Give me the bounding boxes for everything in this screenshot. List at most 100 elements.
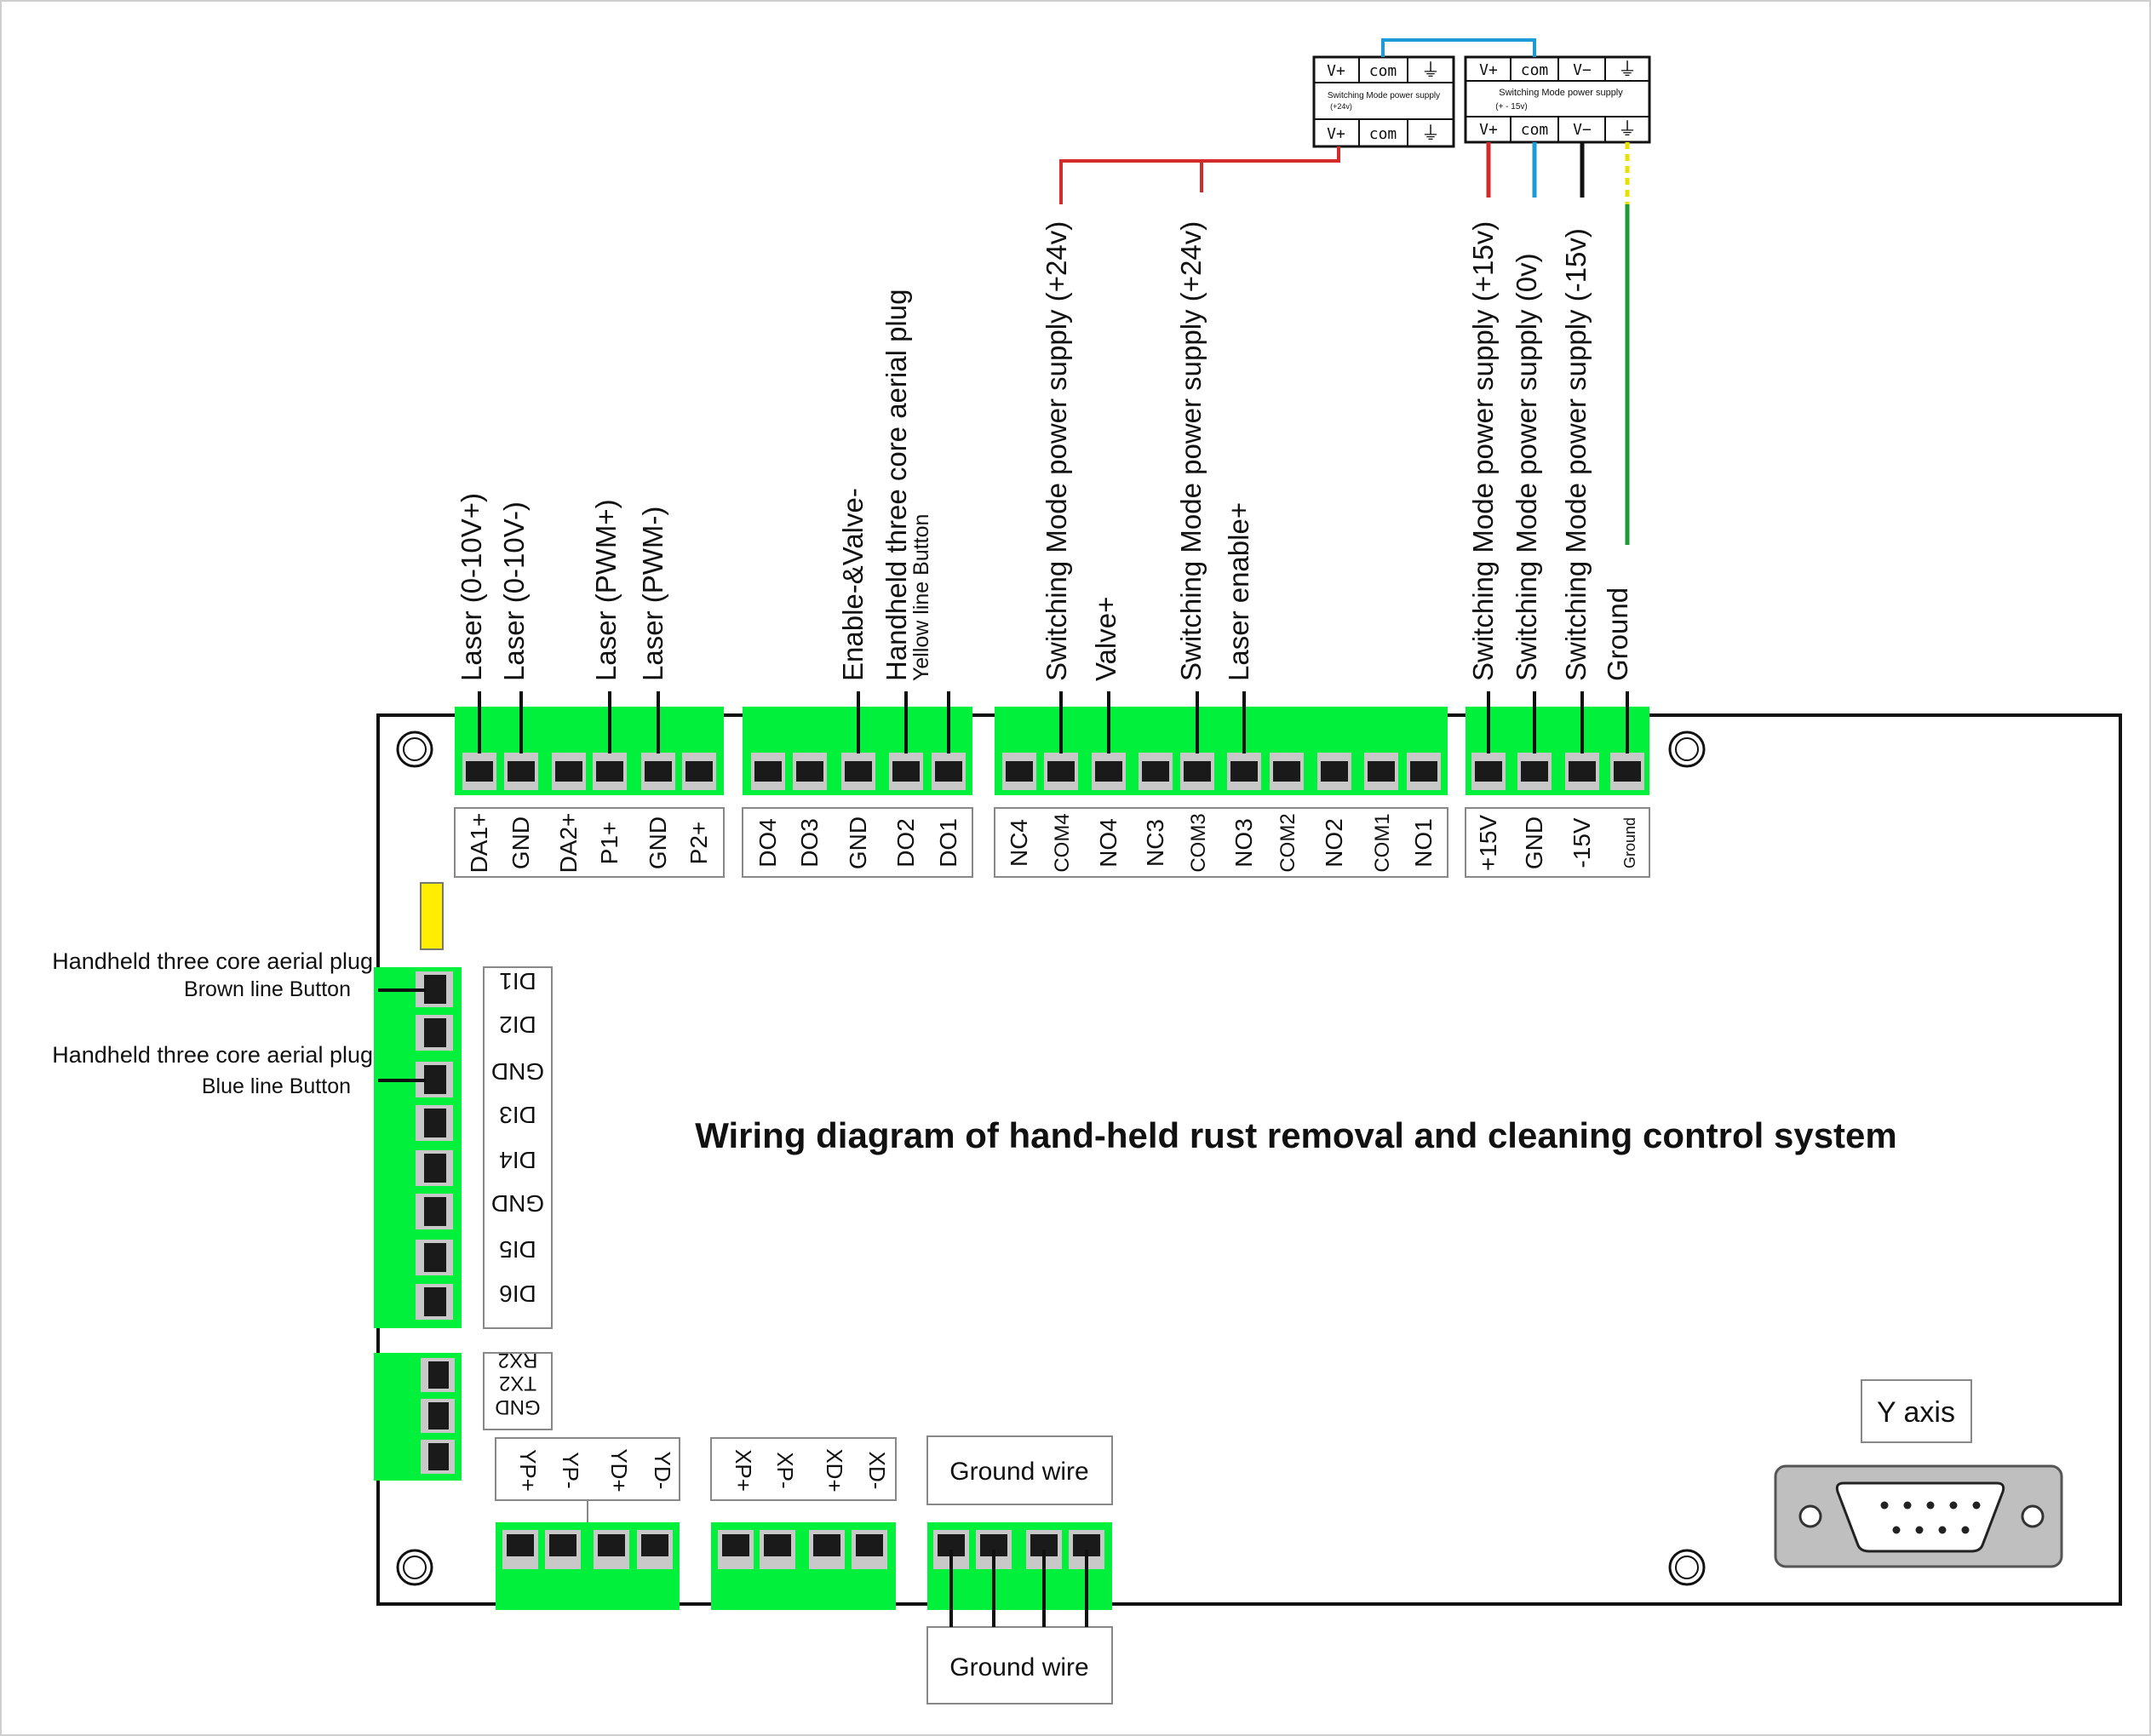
ground-wire-label-top: Ground wire — [949, 1458, 1088, 1486]
pin-label: NO4 — [1095, 818, 1121, 868]
pin-no3-screw[interactable] — [1230, 761, 1258, 782]
pin-do1-screw[interactable] — [935, 761, 962, 782]
pin-label: P2+ — [685, 822, 712, 865]
pin-label: NO2 — [1321, 818, 1347, 868]
pin-label-strip — [994, 807, 1448, 878]
pin-screw[interactable] — [507, 1534, 534, 1556]
pin-screw[interactable] — [428, 1361, 449, 1389]
db9-pin — [1926, 1501, 1935, 1510]
annotation-subtitle: Brown line Button — [184, 977, 351, 1001]
annotation-subtitle: Blue line Button — [202, 1074, 351, 1098]
pin-label: COM2 — [1276, 813, 1299, 872]
pin-label: -15V — [1569, 817, 1595, 868]
pin-label: COM1 — [1371, 813, 1394, 872]
pin-label: GND — [508, 816, 534, 869]
serial-pin: GND — [421, 1395, 541, 1474]
pin-screw[interactable] — [641, 1534, 668, 1556]
pin-label: YD+ — [606, 1448, 632, 1492]
pin-screw[interactable] — [722, 1534, 749, 1556]
ground-symbol-icon: ⏚ — [1421, 123, 1440, 145]
pin-label: GND — [645, 816, 671, 869]
pin-label: XP+ — [731, 1449, 756, 1492]
pin-no1-screw[interactable] — [1410, 761, 1437, 782]
psu24-name: Switching Mode power supply — [1328, 91, 1440, 100]
wire-label: Switching Mode power supply (+24v) — [1041, 221, 1072, 681]
pin-label-strip — [483, 1352, 553, 1430]
pin-gnd-screw[interactable] — [1521, 761, 1548, 782]
psu15-name: Switching Mode power supply — [1499, 88, 1623, 98]
pin-no4-screw[interactable] — [1095, 761, 1122, 782]
pin-screw[interactable] — [856, 1534, 883, 1556]
pin-da1+-screw[interactable] — [466, 761, 493, 782]
pin-label: +15V — [1475, 815, 1501, 871]
pin-p1+-screw[interactable] — [596, 761, 623, 782]
pin-com3-screw[interactable] — [1184, 761, 1211, 782]
pin-label: DO2 — [892, 818, 919, 868]
psu15-top-term-0: V+ — [1479, 61, 1498, 79]
pin-nc4-screw[interactable] — [1006, 761, 1033, 782]
mounting-hole-top-right — [1668, 730, 1706, 768]
pin-label: GND — [845, 816, 871, 869]
pin-screw[interactable] — [813, 1534, 840, 1556]
wire-label: Laser (PWM-) — [637, 507, 668, 681]
pin-screw[interactable] — [424, 1197, 446, 1226]
pin-screw[interactable] — [428, 1443, 449, 1470]
wire-label: Enable-&Valve- — [837, 488, 869, 681]
wire-label: Switching Mode power supply (-15v) — [1560, 228, 1592, 681]
pin-label-strip — [454, 807, 725, 878]
pin-screw[interactable] — [598, 1534, 625, 1556]
ground-wire-label-box-top — [926, 1435, 1113, 1505]
db9-screw-right — [2021, 1504, 2045, 1528]
psu15-bottom-term-0: V+ — [1479, 121, 1498, 139]
pin-label: NO1 — [1410, 818, 1437, 868]
pin-nc3-screw[interactable] — [1142, 761, 1169, 782]
ground-wire-label-bottom: Ground wire — [949, 1653, 1088, 1682]
wire-label: Laser (0-10V-) — [498, 501, 530, 681]
pin-no2-screw[interactable] — [1321, 761, 1348, 782]
di-pin: GND — [416, 1190, 544, 1229]
pin-com1-screw[interactable] — [1368, 761, 1395, 782]
pin-gnd-screw[interactable] — [845, 761, 872, 782]
pin-gnd-screw[interactable] — [645, 761, 672, 782]
pin-label: NO3 — [1230, 818, 1257, 868]
pin-label: DI3 — [499, 1102, 536, 1128]
pin-ground-screw[interactable] — [1614, 761, 1641, 782]
pin-screw[interactable] — [549, 1534, 576, 1556]
db9-pin — [1972, 1501, 1981, 1510]
pin-+15v-screw[interactable] — [1475, 761, 1502, 782]
pin-com2-screw[interactable] — [1273, 761, 1300, 782]
pin-screw[interactable] — [424, 1109, 446, 1137]
pin-label: TX2 — [499, 1372, 536, 1395]
pin-do2-screw[interactable] — [892, 761, 920, 782]
pin-screw[interactable] — [764, 1534, 791, 1556]
power-supply-24v: V+ com ⏚ Switching Mode power supply (+2… — [1312, 55, 1455, 148]
pin-do3-screw[interactable] — [796, 761, 823, 782]
pin-label: P1+ — [596, 822, 622, 865]
pin-label: XD+ — [822, 1448, 847, 1492]
pin-da2+-screw[interactable] — [555, 761, 582, 782]
pin--15v-screw[interactable] — [1569, 761, 1596, 782]
pin-com4-screw[interactable] — [1047, 761, 1075, 782]
pin-screw[interactable] — [428, 1402, 449, 1429]
pin-gnd-screw[interactable] — [508, 761, 535, 782]
pin-label: RX2 — [498, 1349, 538, 1372]
pin-screw[interactable] — [424, 1243, 446, 1272]
pin-screw[interactable] — [424, 1018, 446, 1047]
pin-screw[interactable] — [424, 1154, 446, 1183]
pin-label: DO1 — [935, 818, 961, 868]
pin-screw[interactable] — [424, 1065, 446, 1094]
pin-screw[interactable] — [424, 1287, 446, 1316]
pin-do4-screw[interactable] — [754, 761, 782, 782]
di-pin: DI3 — [416, 1102, 536, 1141]
pin-label-strip — [742, 807, 973, 878]
pin-label: NC4 — [1006, 819, 1032, 867]
pin-screw[interactable] — [424, 975, 446, 1004]
pin-label: COM3 — [1187, 813, 1210, 872]
power-supply-15v: V+ com V− ⏚ Switching Mode power supply … — [1464, 55, 1651, 144]
pin-p2+-screw[interactable] — [685, 761, 713, 782]
mounting-hole-top-left — [396, 730, 433, 768]
db9-pins — [1880, 1501, 1981, 1534]
